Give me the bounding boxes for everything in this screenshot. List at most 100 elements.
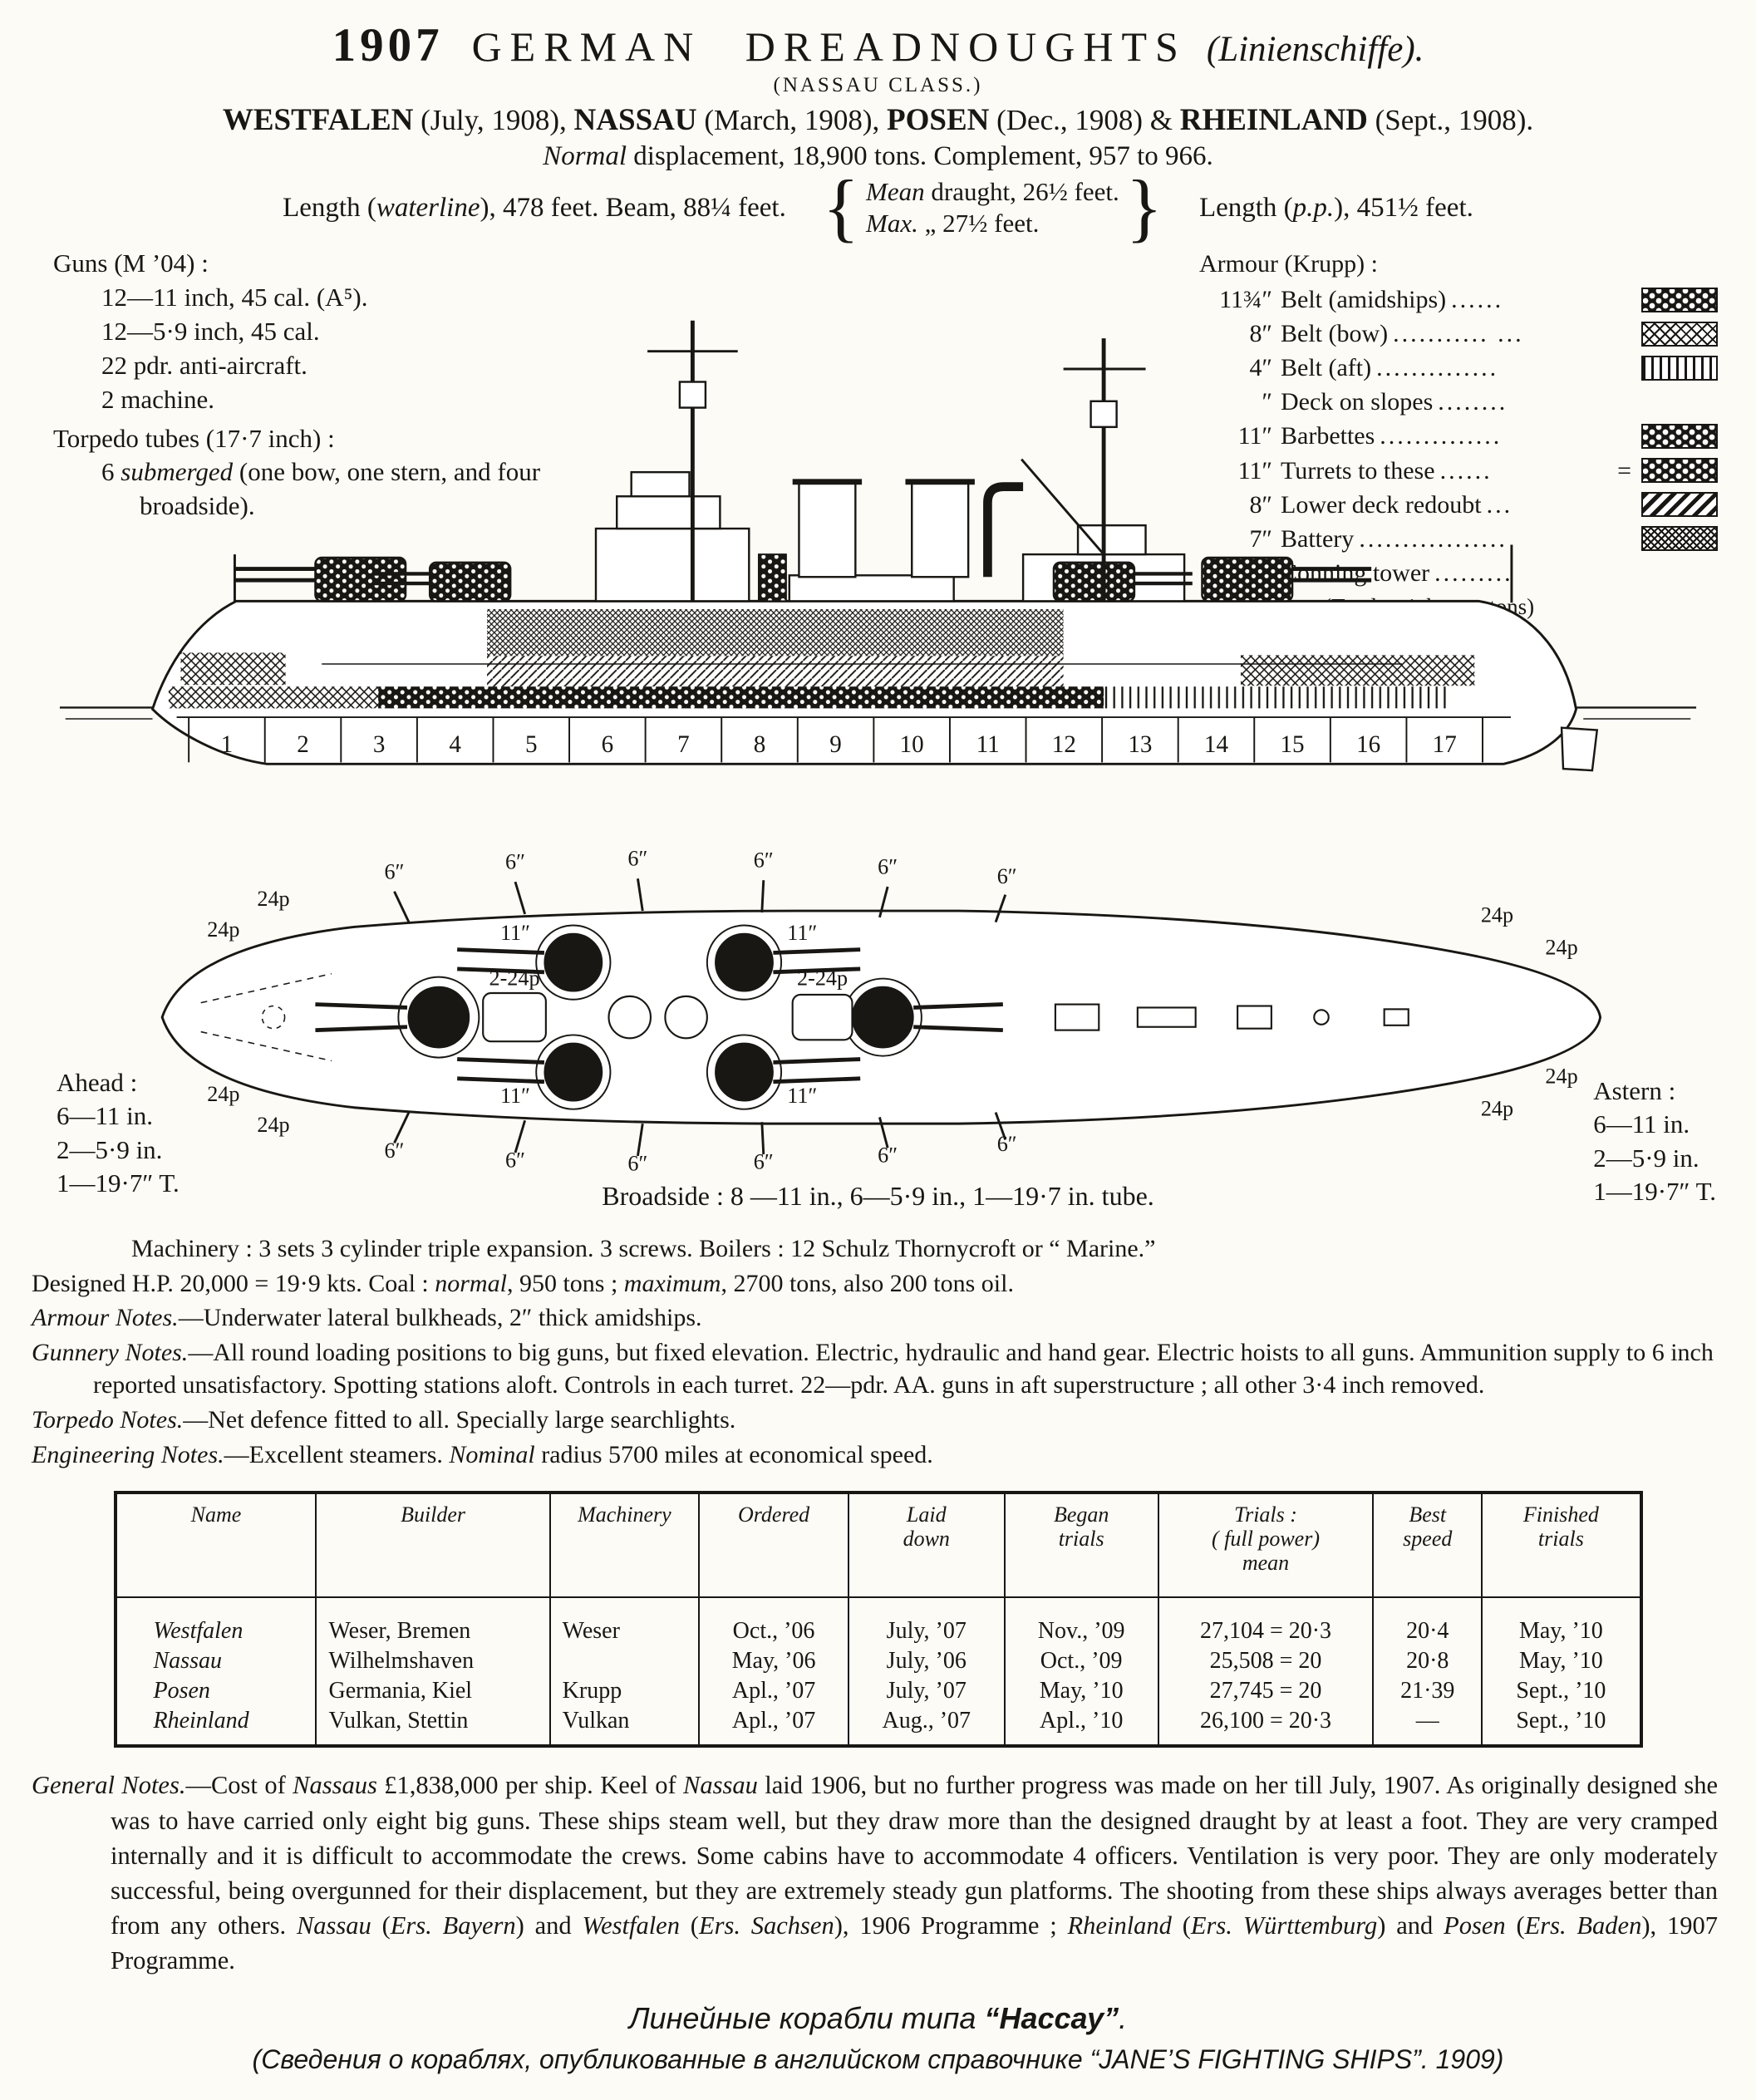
aft-hatch xyxy=(1241,654,1475,686)
header-line: Ordered xyxy=(737,1502,810,1527)
table-cell: July, ’07 xyxy=(847,1597,1005,1647)
svg-text:14: 14 xyxy=(1204,730,1229,757)
astern-block: Astern : 6—11 in.2—5·9 in.1—19·7″ T. xyxy=(1593,1075,1716,1208)
dimensions-right: Length (p.p.), 451½ feet. xyxy=(1199,193,1473,224)
leader-dots: .............. xyxy=(1380,422,1503,450)
casemate-guns xyxy=(393,878,1007,1157)
astern-line: 2—5·9 in. xyxy=(1593,1143,1699,1173)
header-line: trials xyxy=(1537,1527,1584,1552)
profile-section: Guns (M ’04) : 12—11 inch, 45 cal. (A⁵).… xyxy=(32,247,1724,812)
armour-size: 11″ xyxy=(1237,456,1272,484)
armour-label: Barbettes xyxy=(1281,422,1375,450)
table-cell: Rheinland xyxy=(153,1708,249,1734)
table-cell: May, ’06 xyxy=(698,1646,848,1677)
armour-legend-row: 12″Conning tower......... xyxy=(1199,556,1718,590)
table-cell: Aug., ’07 xyxy=(847,1706,1005,1747)
text-run: Normal xyxy=(543,141,627,171)
text-run: ), 1907 Programme. xyxy=(111,1911,1718,1975)
svg-text:6″: 6″ xyxy=(997,1132,1017,1156)
table-cell: 27,104 = 20·3 xyxy=(1157,1597,1374,1647)
ahead-line: 2—5·9 in. xyxy=(57,1134,163,1164)
svg-text:1: 1 xyxy=(221,730,234,757)
table-cell: 21·39 xyxy=(1372,1676,1483,1707)
armour-swatch-dots xyxy=(1641,424,1718,450)
armour-swatch-slot xyxy=(1638,526,1718,552)
svg-text:24p: 24p xyxy=(207,917,239,942)
text-run: ( xyxy=(1505,1911,1525,1940)
table-cell: Oct., ’06 xyxy=(698,1597,848,1647)
table-cell: — xyxy=(1372,1706,1483,1747)
table-cell: 20·4 xyxy=(1372,1597,1483,1647)
header-line: Began xyxy=(1053,1502,1109,1527)
text-run: (Dec., 1908) & xyxy=(989,104,1180,136)
table-cell: Sept., ’10 xyxy=(1481,1676,1641,1707)
armour-block: Armour (Krupp) : 11¾″Belt (amidships)...… xyxy=(1199,247,1718,622)
svg-text:13: 13 xyxy=(1128,730,1152,757)
vent-cowl xyxy=(983,481,1024,577)
mean-draught-line: Mean draught, 26½ feet. xyxy=(866,177,1119,207)
armour-label: Deck on slopes xyxy=(1281,388,1434,416)
svg-text:16: 16 xyxy=(1356,730,1380,757)
footer: Линейные корабли типа “Нассау”. (Сведени… xyxy=(32,2001,1724,2075)
svg-text:11: 11 xyxy=(976,730,1000,757)
table-cell: Wilhelmshaven xyxy=(315,1646,550,1677)
svg-text:2-24p: 2-24p xyxy=(489,966,540,990)
draught-brace-group: { Mean draught, 26½ feet. Max. „ 27½ fee… xyxy=(823,169,1163,244)
armour-size: ″ xyxy=(1262,388,1273,416)
gunnery-note: Gunnery Notes.—All round loading positio… xyxy=(32,1336,1724,1402)
text-run: General Notes. xyxy=(32,1771,186,1800)
text-run: (one bow, one stern, and four broadside)… xyxy=(140,457,541,521)
text-run: Length ( xyxy=(1198,192,1293,223)
armour-swatch-xhatch xyxy=(1641,321,1718,347)
aft-wing-turret xyxy=(1052,561,1136,602)
table-header-cell: Machinery xyxy=(548,1493,700,1598)
armour-swatch-diag xyxy=(1641,492,1718,518)
general-notes: General Notes.—Cost of Nassaus £1,838,00… xyxy=(32,1768,1724,1977)
text-run: Rheinland xyxy=(1067,1911,1172,1940)
turrets-profile xyxy=(234,556,1372,602)
text-run: (March, 1908), xyxy=(696,104,887,136)
main-belt-band xyxy=(378,686,1104,708)
text-run: ), 1906 Programme ; xyxy=(834,1911,1068,1940)
table-cell: Westfalen xyxy=(153,1618,243,1645)
table-cell: July, ’06 xyxy=(847,1646,1005,1677)
machinery-note: Machinery : 3 sets 3 cylinder triple exp… xyxy=(32,1232,1724,1266)
svg-text:12: 12 xyxy=(1052,730,1076,757)
leader-dots: ........ xyxy=(1438,388,1508,416)
armour-swatch-dots xyxy=(1641,287,1718,312)
fore-turret xyxy=(314,556,407,602)
armour-note: Armour Notes.—Underwater lateral bulkhea… xyxy=(32,1301,1724,1335)
table-cell: 27,745 = 20 xyxy=(1157,1676,1374,1707)
svg-text:6″: 6″ xyxy=(385,1139,405,1163)
text-run: Nassaus xyxy=(293,1771,377,1800)
text-run: Designed H.P. 20,000 = 19·9 kts. Coal : xyxy=(32,1269,435,1297)
plan-gun-labels: 6″6″6″6″6″6″6″6″6″6″6″6″11″11″11″11″2-24… xyxy=(207,847,1577,1176)
armour-legend: 11¾″Belt (amidships)......8″Belt (bow)..… xyxy=(1199,283,1718,590)
astern-lines: 6—11 in.2—5·9 in.1—19·7″ T. xyxy=(1593,1108,1716,1208)
svg-text:11″: 11″ xyxy=(500,921,530,945)
gun-entry: 2 machine. xyxy=(101,384,215,414)
draught-lines: Mean draught, 26½ feet. Max. „ 27½ feet. xyxy=(866,177,1119,239)
text-run: WESTFALEN xyxy=(222,103,414,137)
svg-text:24p: 24p xyxy=(1481,1096,1513,1120)
text-run: —Cost of xyxy=(185,1771,293,1800)
text-run: Posen xyxy=(1444,1911,1506,1940)
plan-diagram: 6″6″6″6″6″6″6″6″6″6″6″6″11″11″11″11″2-24… xyxy=(160,847,1602,1176)
text-run: ) and xyxy=(1377,1911,1444,1940)
text-run: POSEN xyxy=(887,103,990,137)
astern-line: 6—11 in. xyxy=(1593,1109,1690,1139)
text-run: —Underwater lateral bulkheads, 2″ thick … xyxy=(178,1304,702,1332)
armour-legend-row: 11¾″Belt (amidships)...... xyxy=(1199,283,1718,317)
svg-text:6″: 6″ xyxy=(385,859,405,883)
armour-swatch-vlines xyxy=(1641,355,1718,381)
text-run: —Excellent steamers. xyxy=(224,1440,450,1468)
leader-dots: ......... xyxy=(1434,558,1513,587)
svg-text:6″: 6″ xyxy=(754,1149,774,1173)
text-run: Torpedo Notes. xyxy=(32,1405,184,1434)
